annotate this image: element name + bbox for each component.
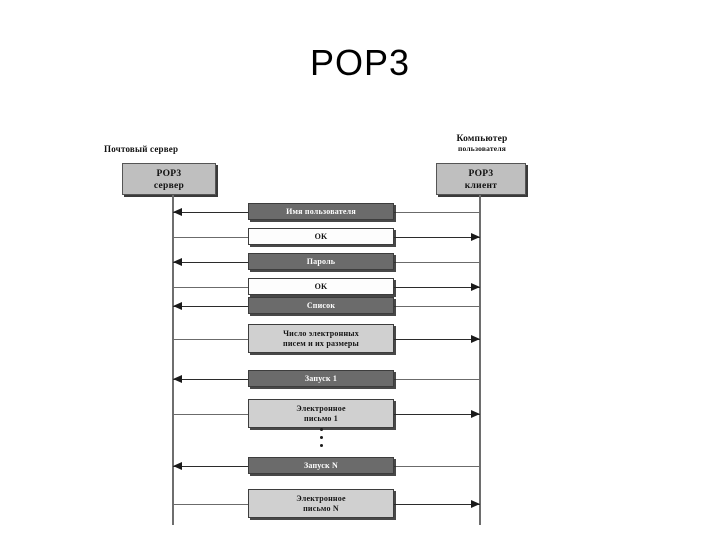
- message-label-box[interactable]: OK: [248, 228, 394, 245]
- message-line-left: [173, 465, 248, 467]
- lifeline-client: [479, 195, 481, 525]
- message-row: OK: [160, 228, 500, 245]
- actor-box-pop3-client-line1: POP3: [468, 169, 494, 179]
- vertical-ellipsis-icon: [316, 428, 326, 452]
- message-line-right: [394, 338, 480, 340]
- actor-caption-user-computer-line2: пользователя: [458, 143, 506, 153]
- arrow-head-right-icon: [471, 499, 480, 508]
- message-line-left: [173, 503, 248, 505]
- arrow-head-right-icon: [471, 334, 480, 343]
- message-label-box[interactable]: OK: [248, 278, 394, 295]
- message-label-box[interactable]: Список: [248, 297, 394, 314]
- message-label-line1: Список: [306, 300, 336, 310]
- message-label-line1: OK: [314, 281, 328, 291]
- message-label-line1: Имя пользователя: [286, 206, 356, 216]
- message-line-right: [394, 378, 480, 380]
- page-title: POP3: [309, 42, 411, 83]
- message-label-line1: OK: [314, 231, 328, 241]
- message-line-left: [173, 338, 248, 340]
- actor-box-pop3-server-line1: POP3: [156, 169, 182, 179]
- message-row: Запуск 1: [160, 370, 500, 387]
- message-line-right: [394, 261, 480, 263]
- actor-box-pop3-client-line2: клиент: [464, 180, 498, 191]
- arrow-head-right-icon: [471, 282, 480, 291]
- actor-box-pop3-client[interactable]: POP3 клиент: [436, 163, 526, 195]
- message-line-left: [173, 305, 248, 307]
- message-label-box[interactable]: Имя пользователя: [248, 203, 394, 220]
- actor-caption-mail-server: Почтовый сервер: [104, 144, 179, 154]
- message-row: Имя пользователя: [160, 203, 500, 220]
- actor-caption-user-computer: Компьютер пользователя: [420, 134, 544, 154]
- message-row: OK: [160, 278, 500, 295]
- message-label-line2: писем и их размеры: [283, 338, 359, 348]
- message-line-right: [394, 211, 480, 213]
- actor-box-pop3-server[interactable]: POP3 сервер: [122, 163, 216, 195]
- message-label-box[interactable]: Запуск 1: [248, 370, 394, 387]
- actor-caption-user-computer-line1: Компьютер: [456, 134, 508, 144]
- message-row: Запуск N: [160, 457, 500, 474]
- message-line-left: [173, 261, 248, 263]
- message-label-line1: Электронное: [296, 493, 346, 503]
- message-label-line1: Электронное: [296, 403, 346, 413]
- message-label-line2: письмо 1: [304, 413, 338, 423]
- message-line-right: [394, 305, 480, 307]
- arrow-head-left-icon: [173, 461, 182, 470]
- arrow-head-right-icon: [471, 232, 480, 241]
- message-line-left: [173, 378, 248, 380]
- actor-box-pop3-server-line2: сервер: [153, 180, 185, 191]
- message-label-line1: Запуск 1: [304, 373, 338, 383]
- message-label-box[interactable]: Пароль: [248, 253, 394, 270]
- message-line-right: [394, 413, 480, 415]
- message-label-line1: Пароль: [306, 256, 336, 266]
- message-row: Пароль: [160, 253, 500, 270]
- message-line-left: [173, 211, 248, 213]
- message-line-right: [394, 286, 480, 288]
- message-line-left: [173, 413, 248, 415]
- message-line-right: [394, 465, 480, 467]
- message-label-line1: Число электронных: [283, 328, 359, 338]
- arrow-head-left-icon: [173, 374, 182, 383]
- message-line-left: [173, 286, 248, 288]
- message-row: Список: [160, 297, 500, 314]
- message-label-line2: письмо N: [303, 503, 339, 513]
- message-label-line1: Запуск N: [303, 460, 339, 470]
- arrow-head-right-icon: [471, 409, 480, 418]
- message-line-right: [394, 503, 480, 505]
- message-line-left: [173, 236, 248, 238]
- arrow-head-left-icon: [173, 207, 182, 216]
- lifeline-server: [172, 195, 174, 525]
- arrow-head-left-icon: [173, 257, 182, 266]
- arrow-head-left-icon: [173, 301, 182, 310]
- message-line-right: [394, 236, 480, 238]
- message-label-box[interactable]: Запуск N: [248, 457, 394, 474]
